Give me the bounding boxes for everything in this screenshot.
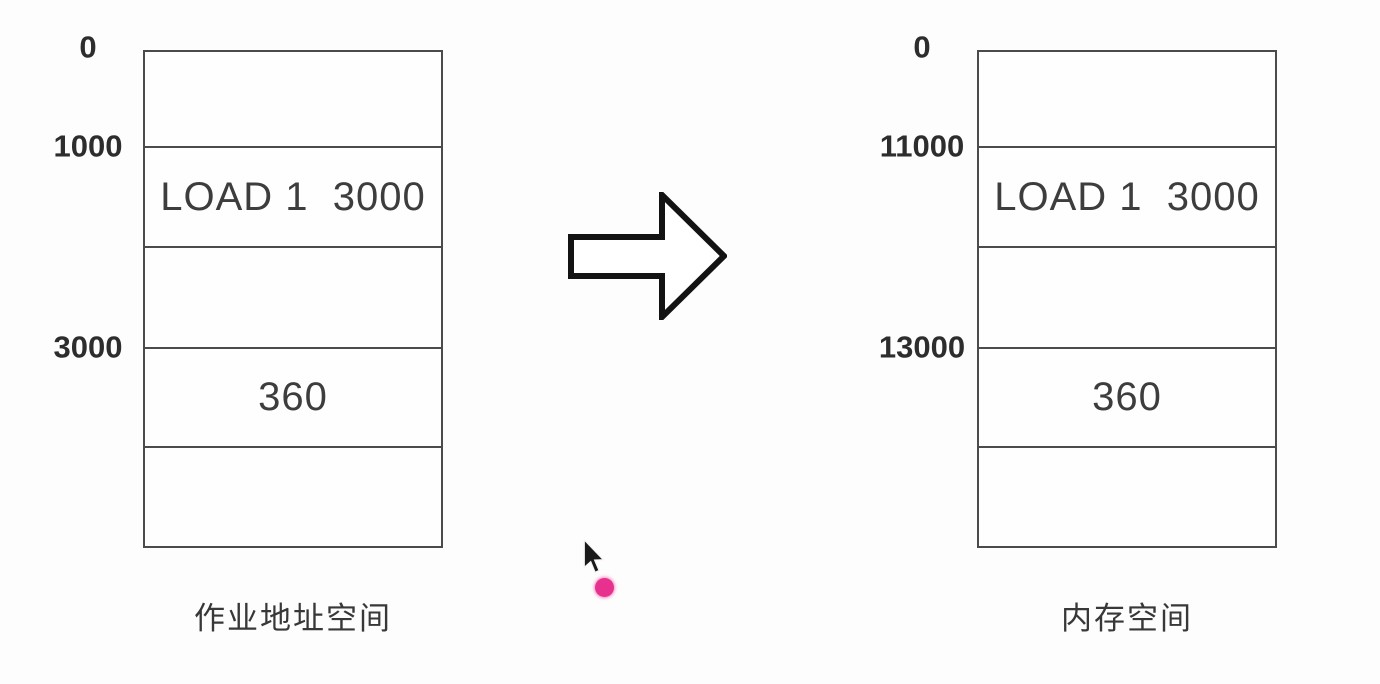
memory-address-label-13000: 13000 [878, 329, 966, 365]
memory-address-label-0: 0 [913, 29, 931, 65]
job-row-0 [145, 52, 441, 148]
mem-row-3-text: 360 [1092, 375, 1162, 419]
job-address-space-caption: 作业地址空间 [194, 601, 392, 636]
mem-row-1: LOAD 1 3000 [979, 148, 1275, 248]
job-row-1-text: LOAD 1 3000 [160, 174, 426, 219]
mem-row-2 [979, 248, 1275, 349]
job-address-label-0: 0 [79, 29, 97, 65]
mouse-cursor-icon [583, 540, 605, 574]
job-row-1: LOAD 1 3000 [145, 148, 441, 248]
mem-row-4 [979, 448, 1275, 546]
presenter-dot [595, 578, 614, 597]
mem-row-3: 360 [979, 349, 1275, 448]
mem-row-0 [979, 52, 1275, 148]
memory-space-caption: 内存空间 [1061, 601, 1193, 636]
job-row-3-text: 360 [258, 375, 328, 419]
job-address-label-1000: 1000 [53, 128, 123, 164]
job-row-4 [145, 448, 441, 546]
job-row-2 [145, 248, 441, 349]
mem-row-1-text: LOAD 1 3000 [994, 174, 1260, 219]
job-row-3: 360 [145, 349, 441, 448]
job-address-label-3000: 3000 [53, 329, 123, 365]
job-address-space-box: LOAD 1 3000 360 [143, 50, 443, 548]
right-arrow-icon [568, 192, 727, 320]
memory-space-box: LOAD 1 3000 360 [977, 50, 1277, 548]
memory-address-label-11000: 11000 [879, 128, 965, 164]
